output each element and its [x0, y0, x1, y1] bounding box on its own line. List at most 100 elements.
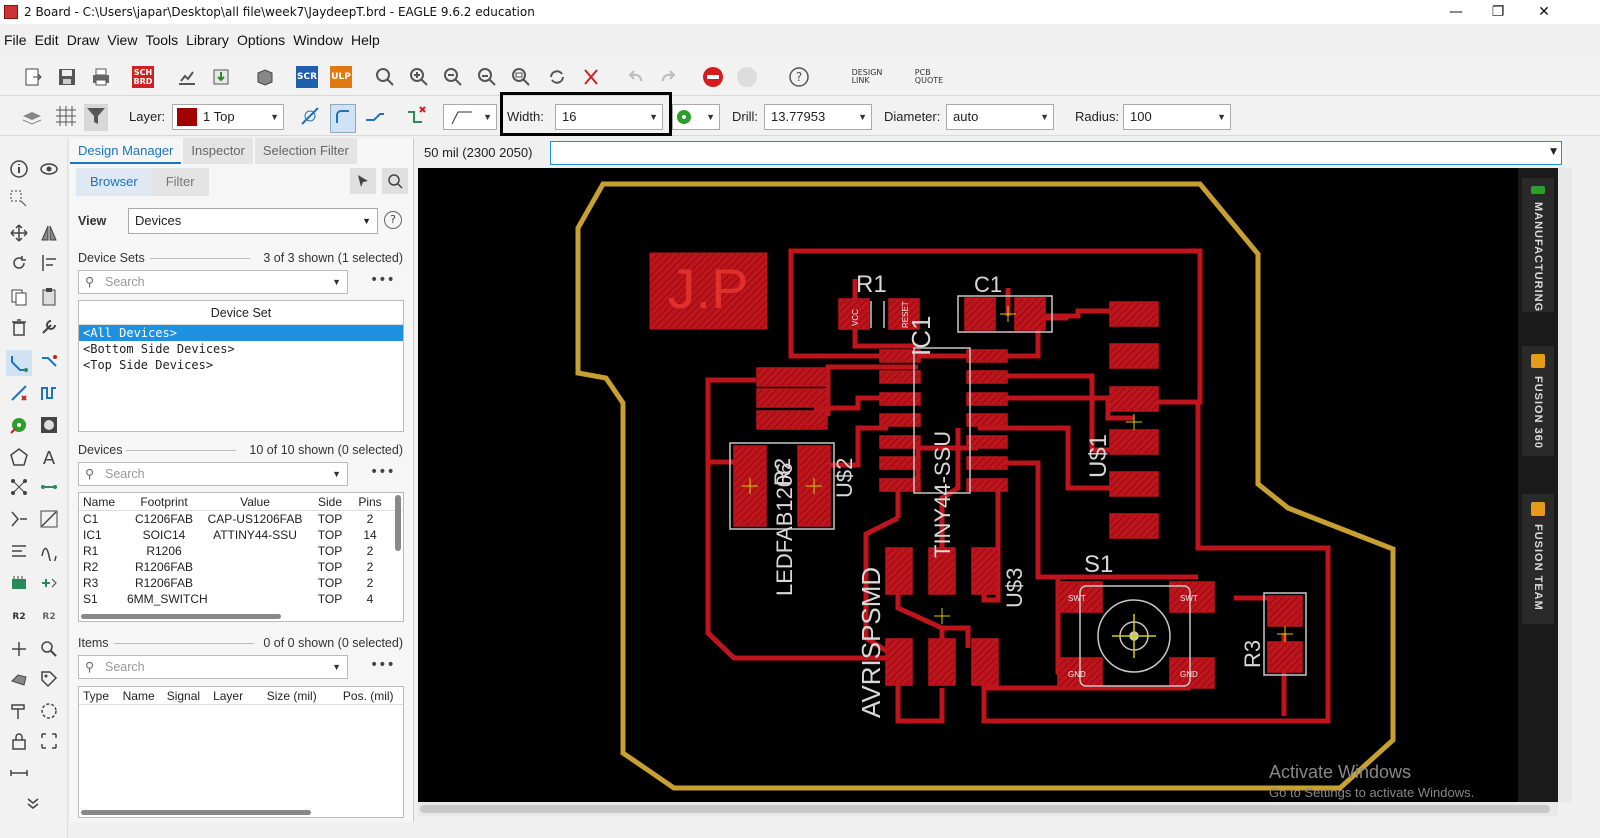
menu-help[interactable]: Help	[350, 32, 380, 48]
col-item-name[interactable]: Name	[122, 689, 155, 703]
mirror-icon[interactable]	[36, 220, 62, 246]
route-manual-icon[interactable]	[6, 350, 32, 376]
grid-icon[interactable]	[54, 104, 78, 131]
redo-icon[interactable]	[656, 64, 682, 90]
layer-select[interactable]: 1 Top ▼	[172, 104, 284, 130]
wire-icon[interactable]	[36, 474, 62, 500]
lock-icon[interactable]	[6, 728, 32, 754]
devices-scrollbar[interactable]	[395, 495, 401, 551]
route-icon[interactable]	[404, 104, 428, 131]
items-hscrollbar[interactable]	[81, 810, 311, 815]
zoom-to-selection-icon[interactable]	[382, 168, 408, 194]
device-sets-more-icon[interactable]: •••	[370, 272, 395, 288]
open-icon[interactable]	[20, 64, 46, 90]
fusion-team-tab[interactable]: FUSION TEAM	[1522, 494, 1554, 624]
bend-style-icon[interactable]	[298, 104, 322, 131]
copy-icon[interactable]	[6, 284, 32, 310]
smash-icon[interactable]	[6, 636, 32, 662]
change-icon[interactable]	[36, 314, 62, 340]
drill-select[interactable]: 13.77953 ▼	[764, 104, 872, 130]
zoom-select-icon[interactable]	[508, 64, 534, 90]
dimension-icon[interactable]	[6, 760, 32, 786]
command-input[interactable]: ▼	[550, 141, 1562, 165]
delete-icon[interactable]	[6, 314, 32, 340]
rotate-icon[interactable]	[6, 250, 32, 276]
ripup-icon[interactable]	[578, 64, 604, 90]
hole-icon[interactable]	[36, 412, 62, 438]
route-multiple-icon[interactable]	[36, 350, 62, 376]
signal-icon[interactable]	[6, 474, 32, 500]
view-help-icon[interactable]: ?	[384, 211, 402, 229]
items-more-icon[interactable]: •••	[370, 657, 395, 673]
grid-adjust-icon[interactable]	[36, 728, 62, 754]
col-footprint[interactable]: Footprint	[140, 495, 188, 509]
diameter-select[interactable]: auto ▼	[946, 104, 1054, 130]
view-select[interactable]: Devices ▼	[128, 208, 378, 234]
manufacturing-tab[interactable]: MANUFACTURING	[1522, 178, 1554, 312]
go-icon[interactable]	[734, 64, 760, 90]
undo-icon[interactable]	[622, 64, 648, 90]
ulp-button[interactable]: ULP	[330, 66, 352, 88]
via-icon[interactable]	[6, 412, 32, 438]
design-link-button[interactable]: DESIGN LINK	[851, 68, 883, 85]
zoom-out-icon[interactable]	[440, 64, 466, 90]
tab-design-manager[interactable]: Design Manager	[70, 138, 182, 164]
items-search[interactable]: ⚲ Search ▼	[78, 655, 348, 679]
close-button[interactable]: ✕	[1538, 4, 1550, 20]
lock-part-icon[interactable]	[36, 636, 62, 662]
line-icon[interactable]	[36, 506, 62, 532]
scroll-thumb[interactable]	[420, 805, 1550, 813]
zoom-redraw-icon[interactable]	[474, 64, 500, 90]
width-select[interactable]: 16 ▼	[555, 104, 663, 130]
select-in-canvas-icon[interactable]	[350, 168, 376, 194]
select-icon[interactable]	[6, 186, 32, 212]
ripup-tool-icon[interactable]	[6, 380, 32, 406]
maximize-button[interactable]: ❐	[1491, 4, 1505, 20]
zoom-fit-icon[interactable]	[372, 64, 398, 90]
menu-options[interactable]: Options	[236, 32, 286, 48]
tab-inspector[interactable]: Inspector	[183, 138, 253, 164]
devices-more-icon[interactable]: •••	[370, 464, 395, 480]
show-icon[interactable]	[36, 156, 62, 182]
col-pos[interactable]: Pos. (mil)	[342, 689, 394, 703]
via-shape-select[interactable]: ▼	[672, 104, 720, 130]
ratsnest-icon[interactable]	[544, 64, 570, 90]
attribute-icon[interactable]	[6, 666, 32, 692]
tag-icon[interactable]	[36, 666, 62, 692]
menu-file[interactable]: File	[4, 32, 27, 48]
col-side[interactable]: Side	[317, 495, 343, 509]
move-icon[interactable]	[6, 220, 32, 246]
name-icon[interactable]: R2	[12, 612, 26, 622]
sch-brd-switch-button[interactable]: SCH BRD	[132, 66, 154, 88]
list-item[interactable]: <Top Side Devices>	[83, 358, 214, 372]
print-icon[interactable]	[88, 64, 114, 90]
list-item[interactable]: <All Devices>	[79, 325, 403, 341]
radius-select[interactable]: 100 ▼	[1123, 104, 1231, 130]
expand-toolbar-icon[interactable]	[20, 790, 46, 816]
wire-style-select[interactable]: ▼	[443, 104, 497, 130]
minimize-button[interactable]: —	[1449, 4, 1463, 20]
split-icon[interactable]	[6, 506, 32, 532]
tab-selection-filter[interactable]: Selection Filter	[254, 138, 357, 164]
tab-filter[interactable]: Filter	[151, 168, 209, 196]
stop-icon[interactable]	[700, 64, 726, 90]
optimize-icon[interactable]	[6, 538, 32, 564]
script-button[interactable]: SCR	[296, 66, 318, 88]
menu-library[interactable]: Library	[186, 32, 229, 48]
add-part-icon[interactable]	[6, 570, 32, 596]
devices-search[interactable]: ⚲ Search ▼	[78, 462, 348, 486]
filter-icon[interactable]	[84, 104, 108, 131]
menu-edit[interactable]: Edit	[34, 32, 59, 48]
col-signal[interactable]: Signal	[166, 689, 201, 703]
zoom-in-icon[interactable]	[406, 64, 432, 90]
value-icon[interactable]: R2	[42, 612, 56, 622]
col-value[interactable]: Value	[240, 495, 270, 509]
miter-straight-icon[interactable]	[362, 104, 386, 131]
col-pins[interactable]: Pins	[358, 495, 382, 509]
help-button[interactable]: ?	[786, 64, 812, 90]
